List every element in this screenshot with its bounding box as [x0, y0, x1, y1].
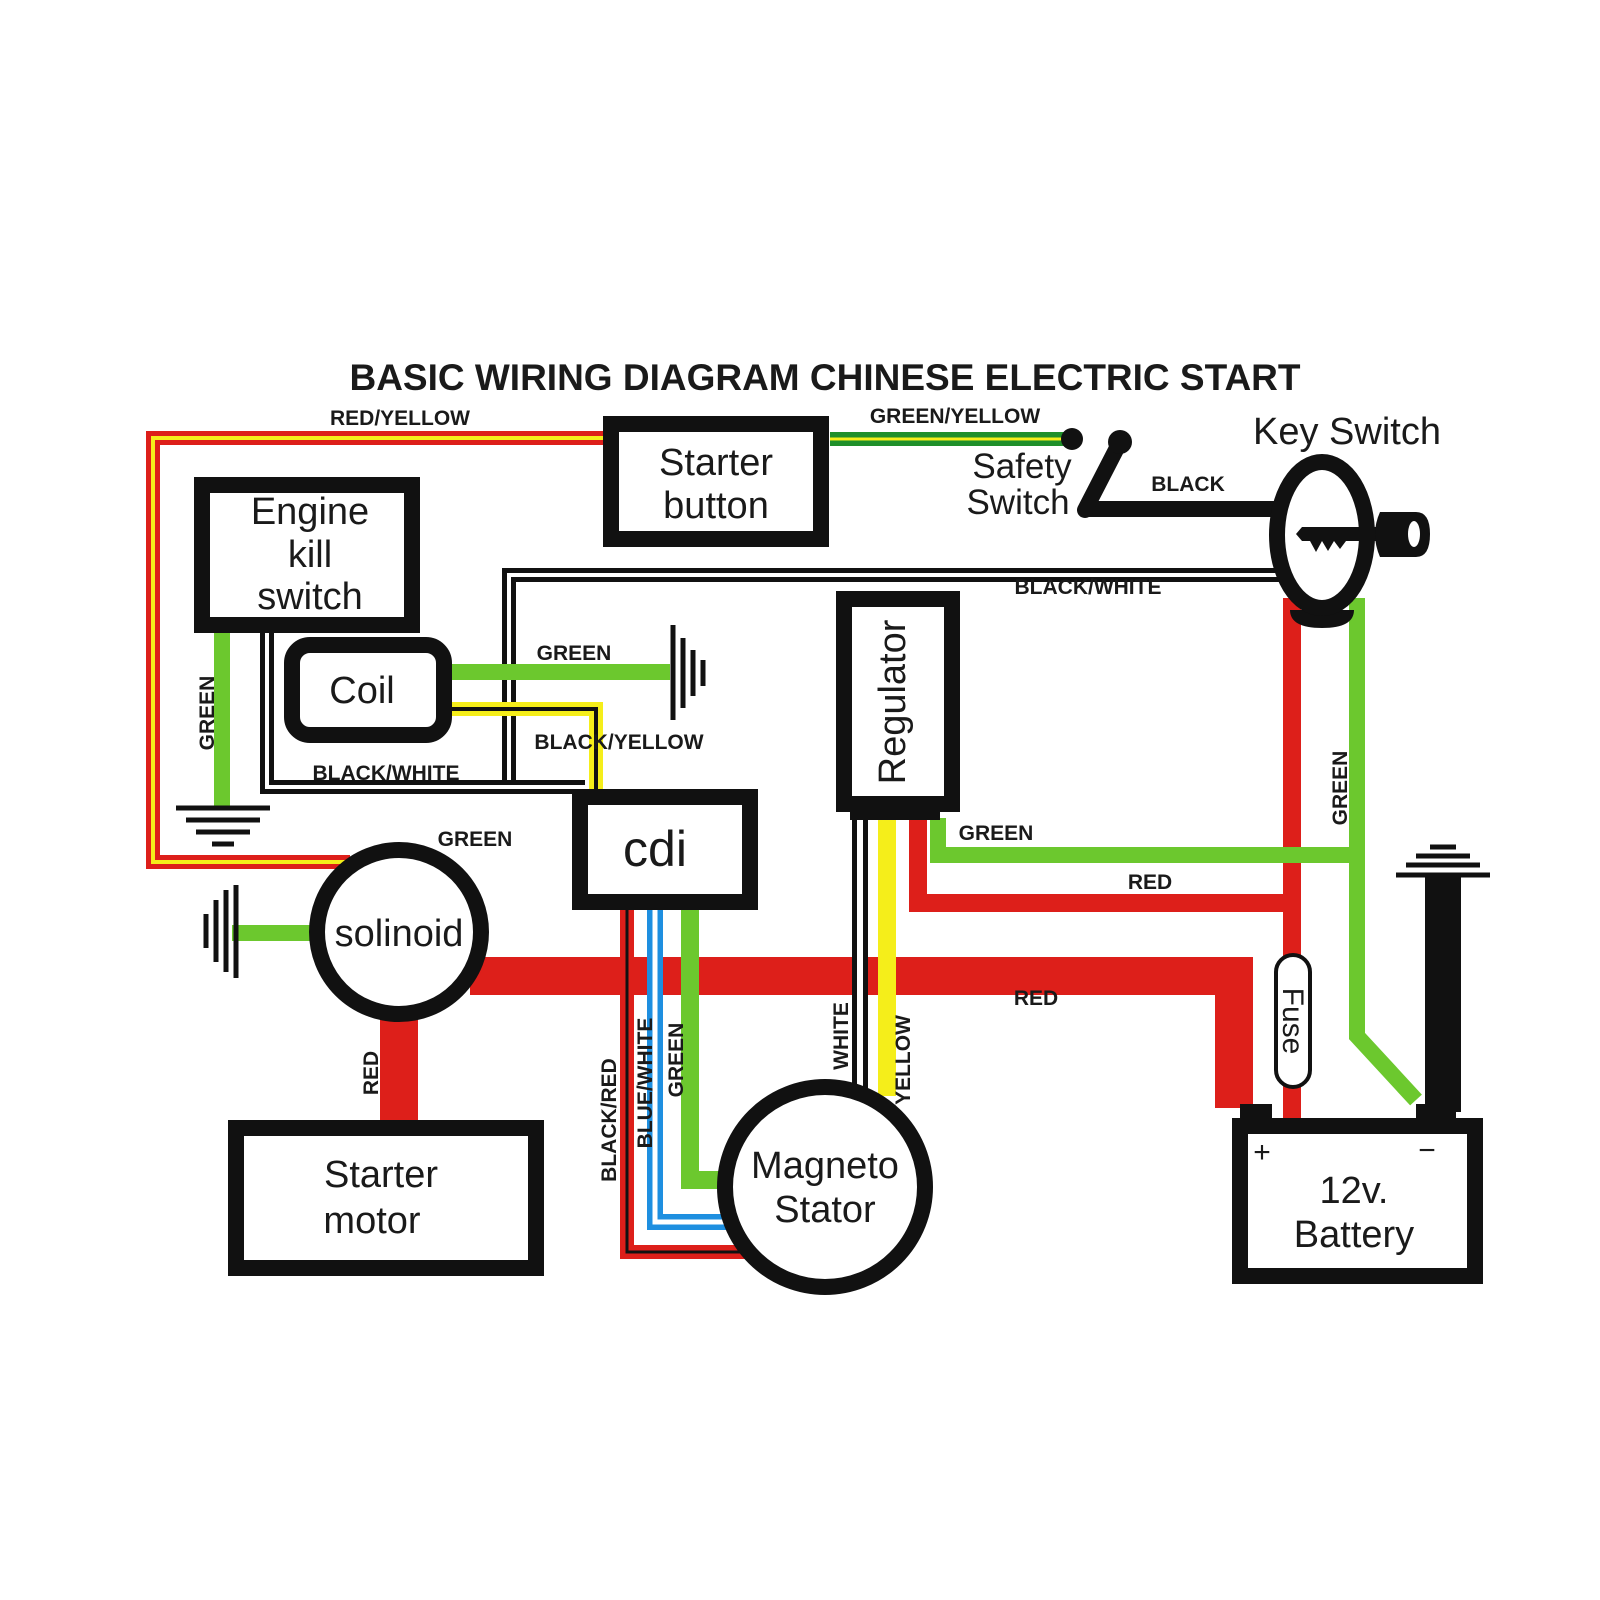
safety-switch-contact-icon: [1061, 428, 1083, 450]
wire-blue-white: [647, 906, 738, 1230]
battery-plus-label: +: [1253, 1136, 1271, 1169]
safety-switch-label-1: Safety: [972, 447, 1072, 486]
wire-red-regulator: [909, 818, 1292, 912]
label-green-stator: GREEN: [665, 1023, 688, 1098]
label-yellow-stator: YELLOW: [892, 1015, 915, 1105]
safety-switch-label-2: Switch: [966, 483, 1069, 522]
engine-kill-switch[interactable]: Engine kill switch: [194, 477, 420, 633]
ignition-coil[interactable]: Coil: [284, 637, 452, 743]
wire-black-yellow: [452, 702, 603, 795]
wire-black-red: [620, 906, 745, 1259]
ground-icon-coil: [670, 625, 706, 720]
starter-button-label-1: Starter: [659, 442, 773, 484]
label-green-regulator: GREEN: [959, 822, 1034, 845]
stator-label-2: Stator: [774, 1189, 876, 1231]
label-green-kill: GREEN: [196, 676, 219, 751]
label-blue-white: BLUE/WHITE: [634, 1018, 657, 1149]
key-switch-label: Key Switch: [1253, 411, 1441, 453]
wire-black-white-left: [260, 630, 585, 794]
battery-minus-label: −: [1418, 1134, 1436, 1167]
key-icon: [1296, 512, 1430, 557]
solenoid-label: solinoid: [335, 913, 464, 955]
battery[interactable]: + − 12v. Battery: [1232, 1104, 1483, 1284]
wire-red-yellow: [146, 431, 605, 869]
fuse[interactable]: Fuse: [1274, 953, 1312, 1089]
label-green-key: GREEN: [1329, 751, 1352, 826]
label-green-coil: GREEN: [537, 642, 612, 665]
starter-solenoid[interactable]: solinoid: [309, 842, 489, 1022]
magneto-stator[interactable]: Magneto Stator: [717, 1079, 933, 1295]
label-black-white-left: BLACK/WHITE: [313, 762, 460, 785]
label-black-white-top: BLACK/WHITE: [1015, 576, 1162, 599]
cdi-label: cdi: [623, 821, 687, 877]
starter-motor-label-2: motor: [323, 1200, 420, 1242]
wire-green-stator: [681, 906, 735, 1189]
kill-switch-label-2: kill: [288, 534, 332, 576]
starter-button[interactable]: Starter button: [603, 416, 829, 547]
battery-label-1: 12v.: [1319, 1170, 1388, 1212]
stator-label-1: Magneto: [751, 1145, 899, 1187]
cdi-unit[interactable]: cdi: [572, 789, 758, 910]
regulator-label: Regulator: [872, 619, 914, 784]
kill-switch-label-1: Engine: [251, 491, 369, 533]
starter-motor-label-1: Starter: [324, 1154, 438, 1196]
label-green-solenoid: GREEN: [438, 828, 513, 851]
starter-button-label-2: button: [663, 485, 769, 527]
ground-icon-kill-switch: [176, 805, 270, 847]
label-red-regulator: RED: [1128, 871, 1172, 894]
wire-green-regulator: [930, 818, 1357, 863]
coil-label: Coil: [329, 670, 394, 712]
battery-label-2: Battery: [1294, 1214, 1414, 1256]
diagram-title: BASIC WIRING DIAGRAM CHINESE ELECTRIC ST…: [349, 357, 1300, 398]
kill-switch-label-3: switch: [257, 576, 363, 618]
label-black-yellow: BLACK/YELLOW: [534, 731, 703, 754]
key-switch[interactable]: Key Switch: [1253, 411, 1441, 628]
safety-switch-lever-icon: [1077, 434, 1128, 518]
label-red-main: RED: [1014, 987, 1058, 1010]
label-red-motor: RED: [360, 1051, 383, 1095]
label-black-red: BLACK/RED: [598, 1058, 621, 1182]
ground-icon-battery: [1396, 844, 1490, 1112]
starter-motor[interactable]: Starter motor: [228, 1120, 544, 1276]
label-red-yellow: RED/YELLOW: [330, 407, 470, 430]
safety-switch[interactable]: Safety Switch: [966, 428, 1132, 522]
fuse-label: Fuse: [1276, 988, 1309, 1055]
label-white-stator: WHITE: [830, 1002, 853, 1070]
label-black: BLACK: [1151, 473, 1225, 496]
label-green-yellow: GREEN/YELLOW: [870, 405, 1041, 428]
wire-green-key: [1349, 598, 1422, 1106]
ground-icon-solenoid: [203, 885, 239, 978]
wire-red-main: [470, 957, 1253, 1108]
regulator[interactable]: Regulator: [836, 591, 960, 820]
